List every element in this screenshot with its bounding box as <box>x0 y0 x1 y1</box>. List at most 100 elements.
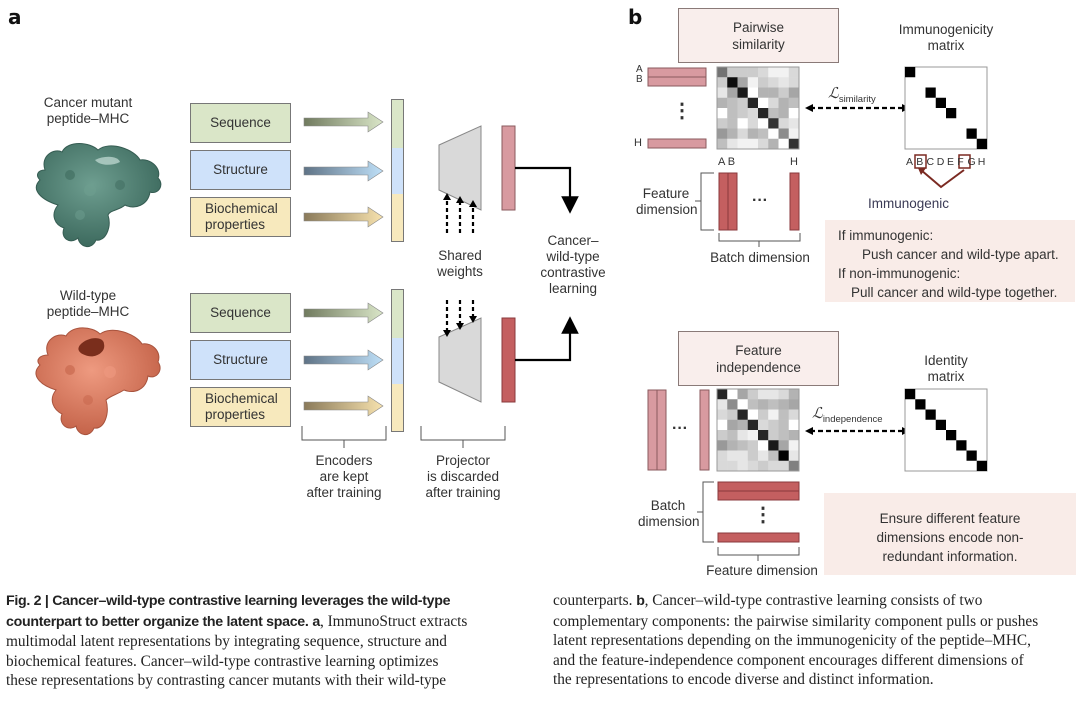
encoders-note-line3: after training <box>306 485 382 500</box>
encoder-arrows-bottom <box>303 302 384 417</box>
structure-encoder-top: Structure <box>190 150 291 190</box>
similarity-matrix-cell <box>727 108 738 119</box>
correlation-matrix-cell <box>788 450 800 461</box>
caption-right: counterparts. b, Cancer–wild-type contra… <box>553 591 1080 690</box>
correlation-matrix-cell <box>778 409 789 420</box>
projector-bottom <box>438 317 482 403</box>
similarity-matrix <box>717 67 800 150</box>
caption-b-start: , Cancer–wild-type contrastive learning … <box>644 592 983 609</box>
rule-line-3: If non-immunogenic: <box>838 266 961 281</box>
immunogenicity-axis-label-a: A <box>906 156 914 168</box>
ind-feature-col-n <box>699 389 710 471</box>
similarity-matrix-cell <box>737 118 748 129</box>
projector-note-line2: is discarded <box>426 469 500 484</box>
immunogenicity-matrix-cell <box>925 87 936 98</box>
correlation-matrix-cell <box>727 440 738 451</box>
correlation-matrix-cell <box>768 450 779 461</box>
ind-batch-row-n <box>717 532 800 543</box>
caption-right-line-2: complementary components: the pairwise s… <box>553 612 1039 630</box>
similarity-matrix-cell <box>788 138 800 150</box>
identity-matrix-cell <box>915 399 926 410</box>
feature-dimension-line1: Feature <box>642 186 690 201</box>
ind-batch-line1: Batch <box>650 498 686 513</box>
caption-right-line-3: latent representations depending on the … <box>553 632 1031 649</box>
similarity-matrix-cell <box>747 128 759 139</box>
caption-a-start: , ImmunoStruct extracts <box>319 612 468 630</box>
caption-counterparts: counterparts. <box>553 592 633 609</box>
panel-b-letter: b <box>628 5 643 29</box>
correlation-matrix-cell <box>778 460 789 472</box>
identity-matrix-cell <box>905 389 916 400</box>
similarity-matrix-cell <box>717 97 728 109</box>
independence-loss-symbol: ℒ <box>812 404 823 422</box>
figure-label: Fig. 2 | <box>6 593 53 609</box>
feature-dimension-label: Feature dimension <box>636 186 698 218</box>
caption-right-line-5: the representations to encode diverse an… <box>553 671 934 688</box>
structure-encoder-bottom-label: Structure <box>213 352 268 367</box>
feature-independence-title-box: Feature independence <box>678 331 839 386</box>
similarity-matrix-cell <box>727 118 738 129</box>
correlation-matrix-cell <box>788 409 800 420</box>
correlation-matrix-cell <box>747 450 759 461</box>
correlation-matrix-cell <box>758 409 769 420</box>
row-label-a: A <box>636 64 643 75</box>
shared-weights-line2: weights <box>437 264 483 279</box>
structure-arrow-bottom <box>303 349 384 371</box>
contrastive-learning-label: Cancer– wild-type contrastive learning <box>528 233 618 297</box>
caption-right-line-4: and the feature-independence component e… <box>553 651 1024 669</box>
correlation-matrix-cell <box>778 419 789 431</box>
independence-note-box: Ensure different feature dimensions enco… <box>824 493 1076 575</box>
similarity-matrix-cell <box>778 108 789 119</box>
sequence-encoder-bottom-label: Sequence <box>210 305 271 320</box>
caption-a-label: a <box>312 613 320 630</box>
projector-bracket <box>420 426 506 448</box>
similarity-matrix-cell <box>778 67 789 78</box>
encoders-note-line1: Encoders <box>315 453 373 468</box>
correlation-matrix-cell <box>788 399 800 410</box>
projector-note-line1: Projector <box>435 453 491 468</box>
similarity-matrix-cell <box>758 108 769 119</box>
similarity-matrix-cell <box>737 97 748 109</box>
immunogenicity-axis-label-b: B <box>916 156 924 168</box>
similarity-matrix-cell <box>737 138 748 150</box>
similarity-loss-symbol: ℒ <box>828 84 839 102</box>
caption-right-line-1: counterparts. b, Cancer–wild-type contra… <box>553 591 1080 612</box>
batch-dimension-bracket <box>718 233 801 247</box>
correlation-matrix-cell <box>717 440 728 451</box>
similarity-matrix-cell <box>788 97 800 109</box>
independence-loss-label: ℒindependence <box>812 404 883 425</box>
ind-batch-row-1 <box>717 481 800 492</box>
structure-encoder-bottom: Structure <box>190 340 291 380</box>
pairwise-similarity-title-box: Pairwise similarity <box>678 8 839 63</box>
similarity-matrix-cell <box>737 108 748 119</box>
immunogenicity-axis-label-c: C <box>926 156 935 168</box>
correlation-matrix-cell <box>737 460 748 472</box>
row-label-h: H <box>634 137 642 149</box>
immunogenicity-rules-box: If immunogenic: Push cancer and wild-typ… <box>825 220 1075 302</box>
cancer-mhc-label: Cancer mutant peptide–MHC <box>20 95 156 127</box>
correlation-matrix-cell <box>758 399 769 410</box>
similarity-matrix-cell <box>717 118 728 129</box>
correlation-matrix-cell <box>788 430 800 441</box>
immunogenicity-axis-label-h: H <box>977 156 986 168</box>
biochemical-encoder-bottom-label-line2: properties <box>205 407 266 422</box>
similarity-matrix-cell <box>788 108 800 119</box>
correlation-matrix-cell <box>737 430 748 441</box>
identity-matrix-cell <box>925 409 936 420</box>
similarity-matrix-cell <box>758 138 769 150</box>
similarity-matrix-cell <box>717 77 728 88</box>
similarity-matrix-cell <box>788 67 800 78</box>
highlight-f <box>958 154 971 169</box>
similarity-matrix-cell <box>717 128 728 139</box>
correlation-matrix-cell <box>747 440 759 451</box>
correlation-matrix-cell <box>758 460 769 472</box>
shared-weights-line1: Shared <box>438 248 482 263</box>
rule-line-4: Pull cancer and wild-type together. <box>851 285 1058 300</box>
cancer-protein-structure <box>35 143 162 247</box>
similarity-matrix-cell <box>727 138 738 150</box>
col-label-h: H <box>790 156 798 168</box>
correlation-matrix-cell <box>747 399 759 410</box>
pairwise-title-line2: similarity <box>732 36 785 52</box>
similarity-matrix-cell <box>788 128 800 139</box>
biochemical-encoder-top-label-line1: Biochemical <box>205 201 278 216</box>
